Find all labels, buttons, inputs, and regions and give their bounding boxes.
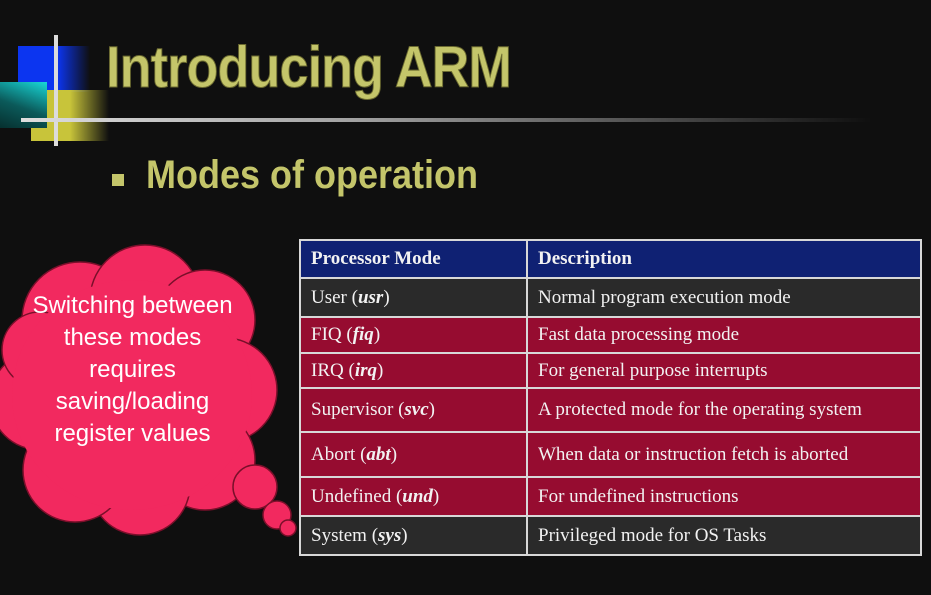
mode-abbr: abt [366,443,391,465]
table-row: User (usr)Normal program execution mode [299,277,922,318]
table-row: FIQ (fiq)Fast data processing mode [299,316,922,354]
table-row: Supervisor (svc)A protected mode for the… [299,387,922,433]
slide-title: Introducing ARM [106,35,513,101]
mode-cell: Supervisor (svc) [299,387,528,433]
table-row: IRQ (irq)For general purpose interrupts [299,352,922,389]
mode-name: Undefined [311,485,392,507]
description-cell: Normal program execution mode [526,277,922,318]
mode-name: IRQ [311,359,344,381]
bullet-icon [112,174,124,186]
mode-abbr: fiq [352,324,374,345]
mode-name: User [311,286,347,308]
mode-cell: FIQ (fiq) [299,316,528,354]
description-cell: Privileged mode for OS Tasks [526,515,922,556]
processor-modes-table: Processor Mode Description User (usr)Nor… [299,239,922,556]
mode-abbr: irq [354,359,377,381]
mode-abbr: und [402,485,433,507]
decor-horizontal-line [21,118,871,122]
description-cell: A protected mode for the operating syste… [526,387,922,433]
mode-cell: System (sys) [299,515,528,556]
mode-cell: Abort (abt) [299,431,528,478]
bullet-text: Modes of operation [146,153,479,197]
column-header-description: Description [526,239,922,279]
table-header-row: Processor Mode Description [299,239,922,279]
mode-abbr: svc [404,399,429,420]
table-row: Abort (abt)When data or instruction fetc… [299,431,922,478]
column-header-mode: Processor Mode [299,239,528,279]
description-cell: For general purpose interrupts [526,352,922,389]
callout-text: Switching between these modes requires s… [32,292,233,447]
mode-name: System [311,524,367,546]
thought-cloud-shape [0,244,297,537]
mode-cell: IRQ (irq) [299,352,528,389]
mode-abbr: usr [357,286,384,308]
table-row: Undefined (und)For undefined instruction… [299,476,922,517]
mode-name: Supervisor [311,399,394,420]
mode-name: FIQ [311,324,342,345]
mode-cell: Undefined (und) [299,476,528,517]
table-row: System (sys)Privileged mode for OS Tasks [299,515,922,556]
mode-name: Abort [311,443,356,465]
decor-vertical-line [54,35,58,146]
mode-abbr: sys [378,524,402,546]
description-cell: For undefined instructions [526,476,922,517]
mode-cell: User (usr) [299,277,528,318]
description-cell: Fast data processing mode [526,316,922,354]
description-cell: When data or instruction fetch is aborte… [526,431,922,478]
